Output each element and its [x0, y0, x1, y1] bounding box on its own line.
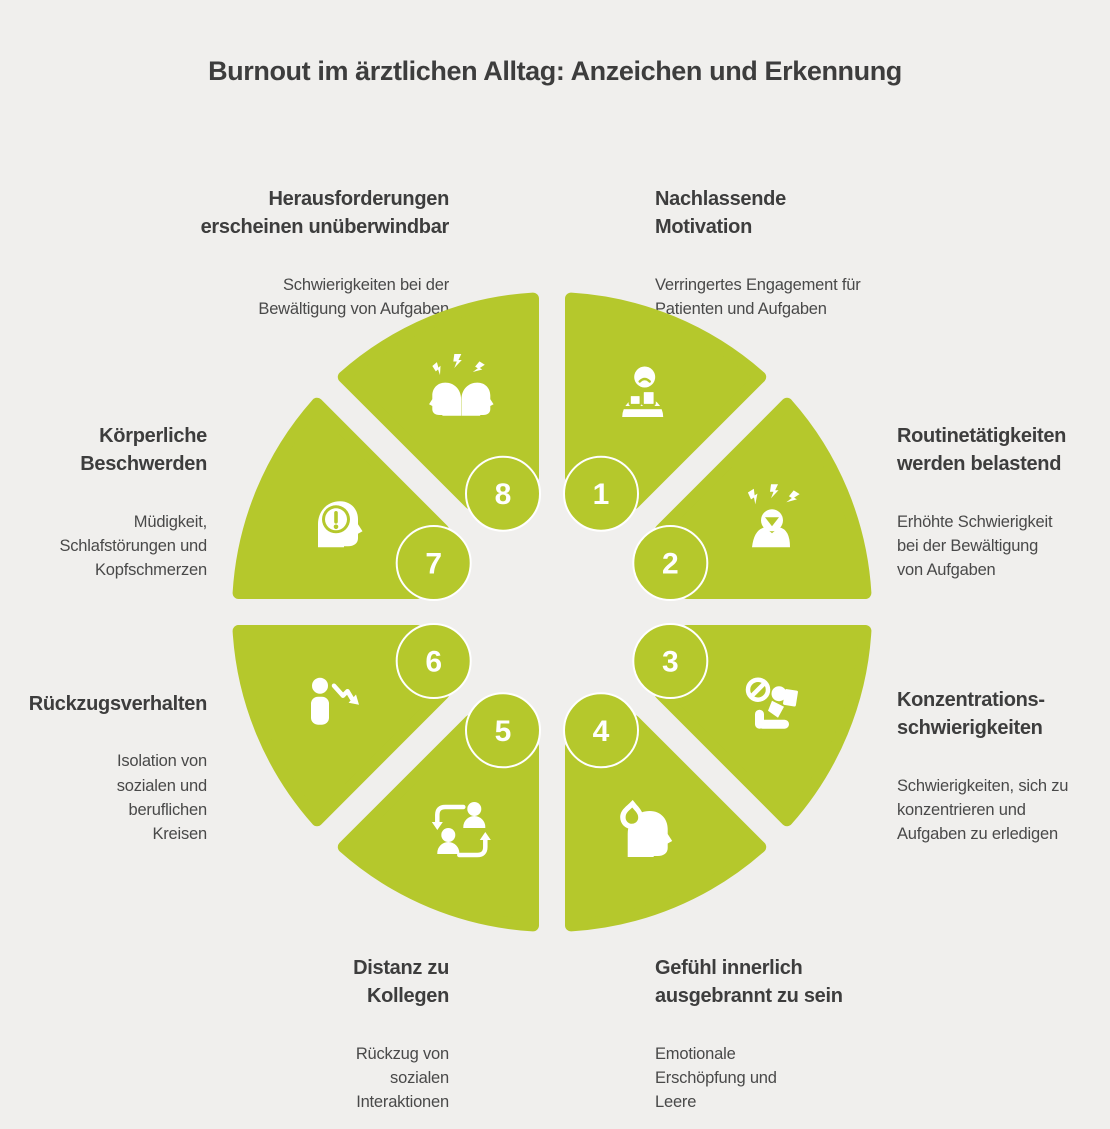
segment-2-number: 2: [662, 548, 679, 581]
item-7-title: Körperliche Beschwerden: [80, 425, 207, 476]
item-6-text-block: Rückzugsverhalten Isolation von sozialen…: [28, 672, 208, 864]
segment-2-number-badge: 2: [632, 525, 709, 601]
head-alert-icon: [318, 501, 363, 548]
item-1-description: Verringertes Engagement für Patienten un…: [655, 275, 861, 319]
segment-4-number-badge: 4: [563, 692, 639, 769]
item-5-description: Rückzug von sozialen Interaktionen: [355, 1044, 449, 1112]
item-4-text-block: Gefühl innerlich ausgebrannt zu sein Emo…: [655, 936, 843, 1129]
item-7-text-block: Körperliche Beschwerden Müdigkeit, Schla…: [59, 404, 207, 601]
segment-5-number-badge: 5: [465, 692, 541, 769]
burnout-flame-head-icon: [620, 800, 673, 857]
page-title: Burnout im ärztlichen Alltag: Anzeichen …: [208, 56, 902, 86]
segment-4-number: 4: [593, 715, 610, 748]
item-6-description: Isolation von sozialen und beruflichen K…: [116, 752, 207, 844]
item-3-text-block: Konzentrations- schwierigkeiten Schwieri…: [897, 668, 1068, 865]
item-8-title: Herausforderungen erscheinen unüberwindb…: [200, 188, 450, 239]
item-2-text-block: Routinetätigkeiten werden belastend Erhö…: [897, 404, 1066, 601]
segment-3-number-badge: 3: [632, 623, 709, 699]
segment-6-number: 6: [425, 646, 442, 679]
person-decline-arrow-icon: [311, 677, 359, 725]
item-1-title: Nachlassende Motivation: [655, 188, 786, 239]
item-8-text-block: Herausforderungen erscheinen unüberwindb…: [200, 167, 450, 339]
item-5-text-block: Distanz zu Kollegen Rückzug von sozialen…: [353, 936, 449, 1129]
social-exchange-icon: [431, 802, 491, 858]
segment-6-number-badge: 6: [395, 623, 472, 699]
item-7-description: Müdigkeit, Schlafstörungen und Kopfschme…: [59, 512, 207, 580]
item-8-description: Schwierigkeiten bei der Bewältigung von …: [258, 275, 449, 319]
item-1-text-block: Nachlassende Motivation Verringertes Eng…: [655, 167, 861, 339]
segment-3-number: 3: [662, 646, 679, 679]
item-3-title: Konzentrations- schwierigkeiten: [897, 689, 1045, 740]
item-4-description: Emotionale Erschöpfung und Leere: [655, 1044, 777, 1112]
item-2-title: Routinetätigkeiten werden belastend: [897, 425, 1067, 476]
item-4-title: Gefühl innerlich ausgebrannt zu sein: [655, 957, 843, 1008]
segment-5-number: 5: [495, 715, 512, 748]
segment-8-number-badge: 8: [465, 455, 541, 532]
demotivated-person-at-desk-icon: [622, 366, 664, 417]
item-5-title: Distanz zu Kollegen: [353, 957, 449, 1008]
item-3-description: Schwierigkeiten, sich zu konzentrieren u…: [897, 776, 1069, 844]
segment-1-number-badge: 1: [563, 455, 639, 532]
segment-8-number: 8: [495, 478, 512, 511]
stressed-person-icon: [747, 484, 801, 548]
item-2-description: Erhöhte Schwierigkeit bei der Bewältigun…: [897, 512, 1053, 580]
segment-7-number: 7: [425, 548, 442, 581]
no-focus-person-icon: [745, 677, 798, 729]
segment-1-number: 1: [593, 478, 610, 511]
item-6-title: Rückzugsverhalten: [28, 693, 208, 715]
segment-7-number-badge: 7: [395, 525, 472, 601]
burnout-wheel-diagram: 1 2 3 4 5 6 7 8: [232, 292, 872, 932]
